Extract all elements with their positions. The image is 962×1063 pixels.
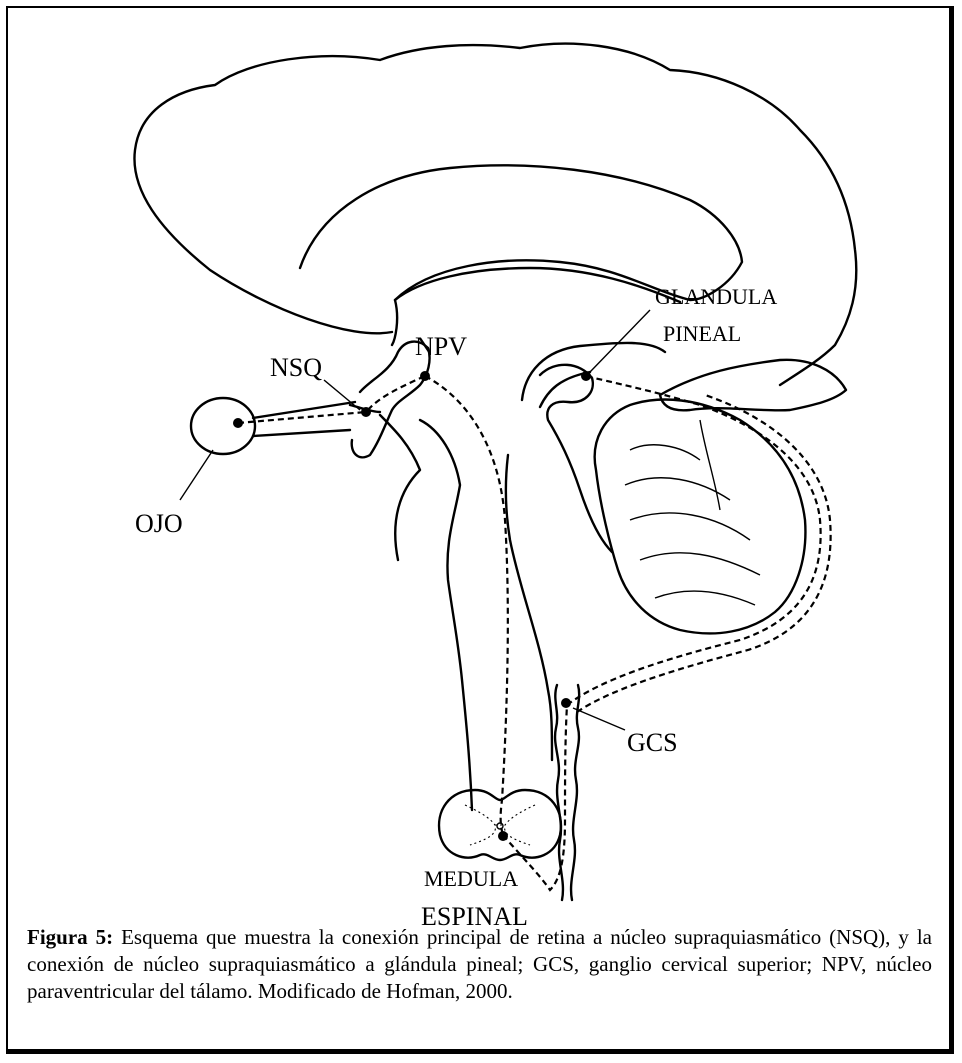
gcs-leader: [573, 708, 625, 730]
brainstem-anterior: [420, 420, 472, 810]
cerebrum-outline: [134, 44, 856, 385]
pineal-leader: [590, 310, 650, 372]
optic-nerve-upper: [253, 402, 355, 418]
pineal-dot: [581, 371, 591, 381]
npv-dot: [420, 371, 430, 381]
figure-caption: Figura 5: Esquema que muestra la conexió…: [27, 924, 932, 1005]
sympathetic-trunk: [555, 685, 579, 900]
label-medula: MEDULA: [424, 866, 518, 891]
spinal-dot: [498, 831, 508, 841]
optic-nerve-lower: [253, 430, 350, 436]
caption-text: Esquema que muestra la conexión principa…: [27, 925, 932, 1003]
caption-figure-label: Figura 5:: [27, 925, 113, 949]
corpus-callosum-inner: [395, 268, 680, 302]
nsq-dot: [361, 407, 371, 417]
corpus-callosum: [300, 165, 742, 345]
eye: [191, 398, 255, 454]
brainstem-front: [380, 415, 420, 560]
brainstem-posterior: [506, 455, 552, 760]
tectum: [540, 365, 612, 552]
label-gcs: GCS: [627, 728, 678, 757]
label-ojo: OJO: [135, 509, 183, 538]
gcs-dot: [561, 698, 571, 708]
npv-spinal-path: [425, 376, 508, 835]
ojo-leader: [180, 450, 213, 500]
eye-dot: [233, 418, 243, 428]
gcs-pineal-path-2: [577, 395, 831, 712]
label-nsq: NSQ: [270, 353, 322, 382]
cerebellum-folia: [625, 420, 760, 605]
label-npv: NPV: [415, 332, 467, 361]
label-glandula: GLANDULA: [655, 284, 777, 309]
label-pineal: PINEAL: [663, 321, 741, 346]
occipital-fold: [660, 360, 846, 411]
